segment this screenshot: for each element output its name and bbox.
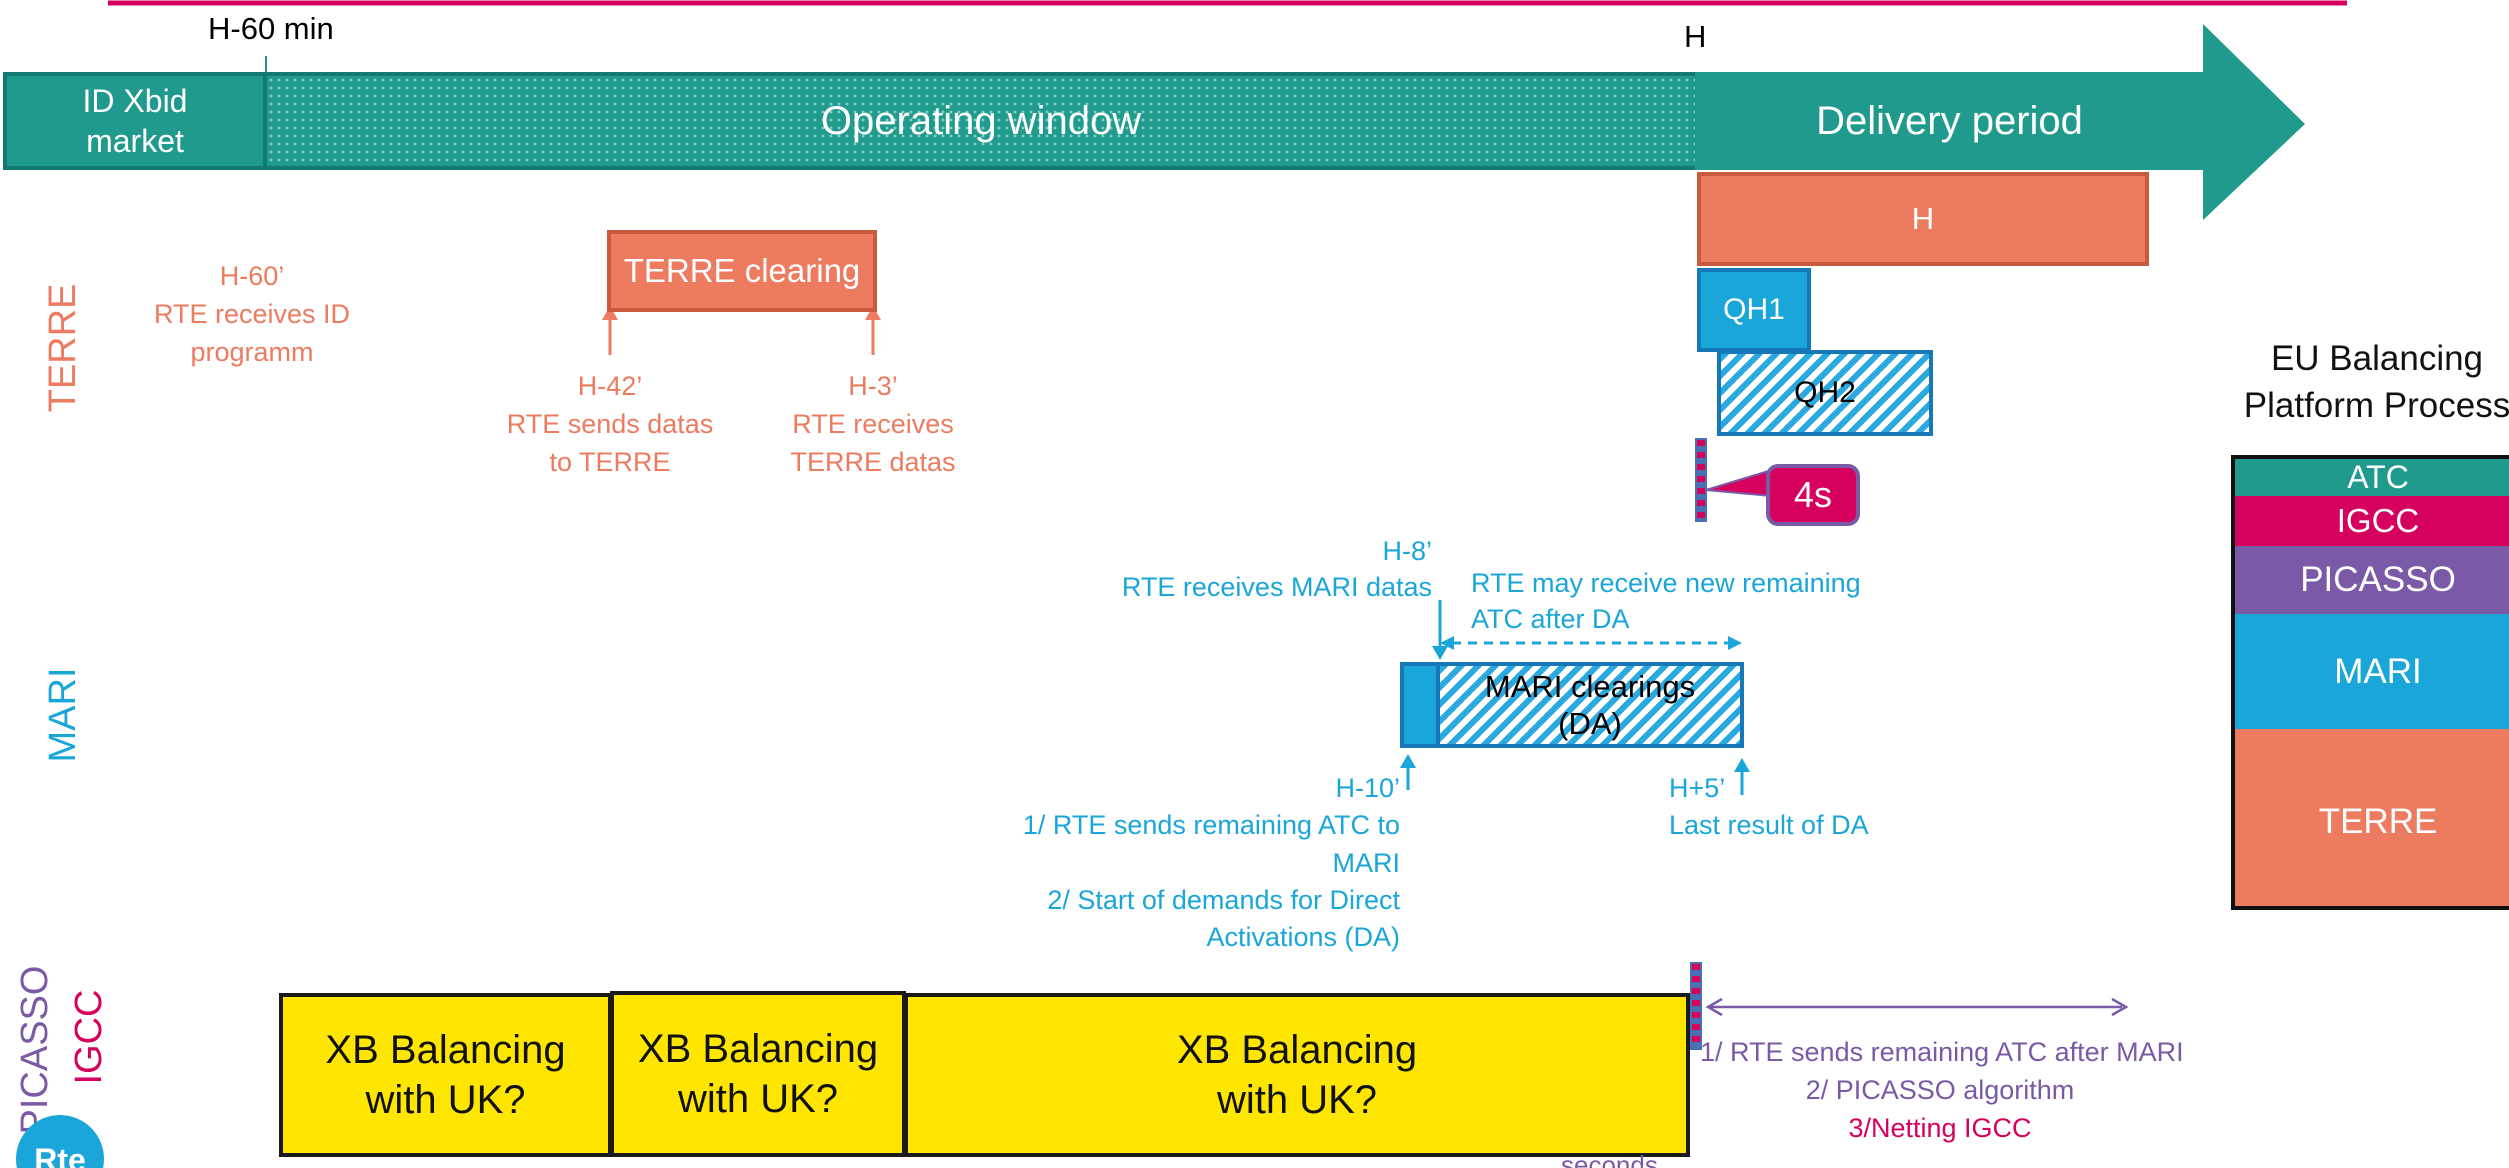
picasso-note-line1: 1/ RTE sends remaining ATC after MARI: [1700, 1037, 2184, 1067]
mari-h10-note: H-10’ 1/ RTE sends remaining ATC to MARI…: [1022, 773, 1400, 952]
legend-item-mari: MARI: [2235, 614, 2509, 729]
timeline-arrowhead: [2203, 24, 2305, 220]
four-s-callout: 4s: [1766, 464, 1860, 526]
row-label-picasso: PICASSO: [14, 965, 57, 1135]
xb-balancing-box-3: XB Balancing with UK?: [904, 993, 1690, 1157]
picasso-4s-marker: [1690, 962, 1702, 1050]
id-xbid-market-block: ID Xbid market: [3, 72, 267, 170]
h-label: H: [1684, 19, 1707, 54]
mari-h10-arrowhead: [1400, 754, 1416, 768]
mari-h8-note: H-8’ RTE receives MARI datas: [1121, 536, 1432, 603]
picasso-arrowhead-left: [1705, 997, 1723, 1017]
mari-h5-note: H+5’ Last result of DA: [1669, 773, 1869, 841]
mari-h8-arrowhead: [1432, 646, 1448, 660]
mari-atc-arrowhead-right: [1728, 636, 1742, 650]
h60-min-label: H-60 min: [208, 11, 334, 46]
terre-h3-note: H-3’ RTE receives TERRE datas: [790, 371, 956, 477]
delivery-h-box: H: [1697, 172, 2149, 266]
terre-h3-arrowhead: [865, 306, 881, 320]
picasso-note-line2: 2/ PICASSO algorithm: [1805, 1075, 2075, 1105]
legend-title: EU Balancing Platform Process: [2243, 339, 2509, 426]
mari-direct-activation-block: [1400, 662, 1440, 748]
picasso-cut-text: seconds: [1561, 1150, 1658, 1168]
mari-h5-arrowhead: [1734, 758, 1750, 772]
legend-stack: ATC IGCC PICASSO MARI TERRE: [2231, 455, 2509, 910]
qh1-box: QH1: [1697, 268, 1811, 352]
legend-item-terre: TERRE: [2235, 729, 2509, 906]
four-s-marker: [1695, 438, 1707, 522]
xb-balancing-box-1: XB Balancing with UK?: [279, 993, 612, 1157]
row-label-igcc: IGCC: [68, 989, 111, 1085]
legend-item-picasso: PICASSO: [2235, 546, 2509, 614]
legend-item-atc: ATC: [2235, 459, 2509, 496]
delivery-period-block: Delivery period: [1695, 72, 2204, 170]
operating-window-block: Operating window: [267, 72, 1695, 170]
mari-clearings-box: MARI clearings (DA): [1436, 662, 1744, 748]
picasso-note-line3: 3/Netting IGCC: [1848, 1113, 2032, 1143]
four-s-pointer: [1705, 468, 1773, 498]
terre-clearing-box: TERRE clearing: [607, 230, 877, 312]
rte-logo-text: Rte: [34, 1142, 86, 1168]
row-label-mari: MARI: [42, 667, 85, 763]
terre-h60-note: H-60’ RTE receives ID programm: [153, 261, 351, 367]
xb-balancing-box-2: XB Balancing with UK?: [610, 991, 906, 1157]
qh2-box: QH2: [1717, 350, 1933, 436]
mari-atc-arrowhead-left: [1440, 636, 1454, 650]
row-label-terre: TERRE: [42, 283, 85, 413]
cut-text-clip: seconds: [1555, 1150, 1675, 1168]
terre-h42-note: H-42’ RTE sends datas to TERRE: [506, 371, 714, 477]
legend-item-igcc: IGCC: [2235, 496, 2509, 546]
terre-h42-arrowhead: [602, 306, 618, 320]
picasso-arrowhead-right: [2111, 997, 2129, 1017]
mari-new-atc-note: RTE may receive new remaining ATC after …: [1471, 568, 1861, 635]
